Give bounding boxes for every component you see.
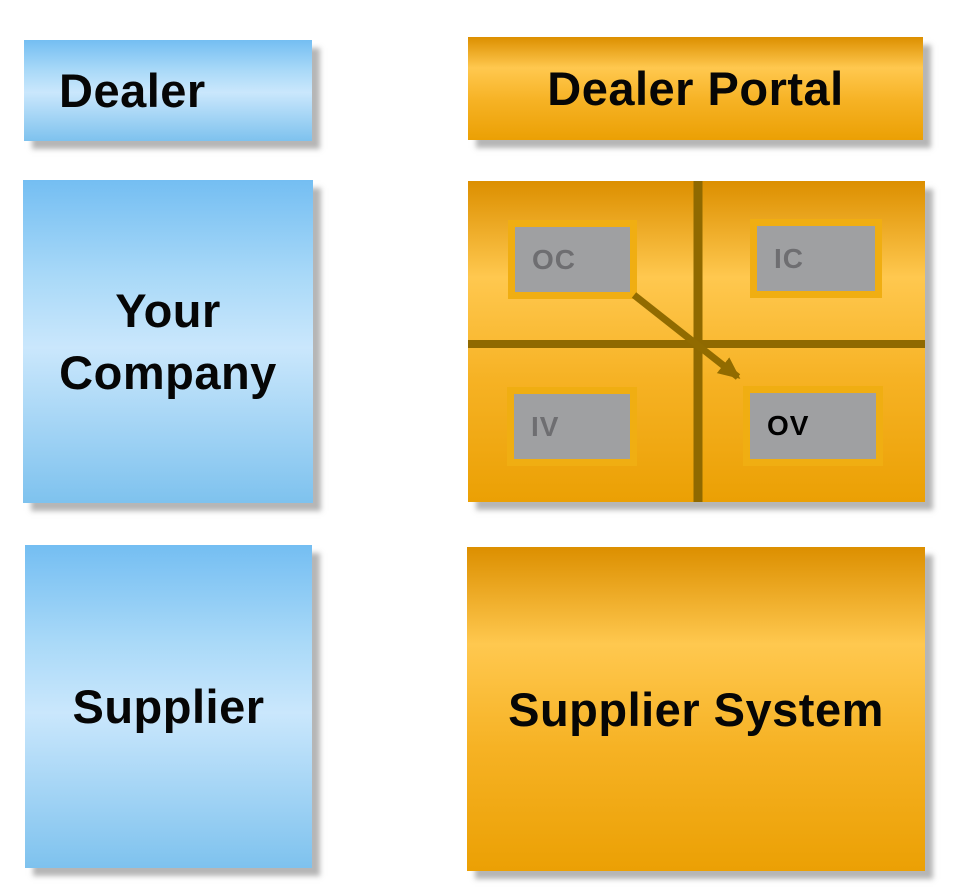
module-ic: IC bbox=[750, 219, 882, 298]
oc-to-ov-arrow bbox=[631, 292, 741, 380]
your-company-box: Your Company bbox=[23, 180, 313, 503]
module-iv-label: IV bbox=[531, 410, 560, 442]
dealer-portal-box: Dealer Portal bbox=[468, 37, 923, 140]
dealer-box: Dealer bbox=[24, 40, 312, 141]
supplier-system-box: Supplier System bbox=[467, 547, 925, 871]
module-oc: OC bbox=[508, 220, 637, 299]
module-iv: IV bbox=[507, 387, 637, 466]
dealer-portal-label: Dealer Portal bbox=[547, 62, 844, 115]
dealer-label: Dealer bbox=[59, 64, 206, 117]
dealer-portal-detail-box: OC IC IV OV bbox=[468, 181, 925, 502]
supplier-label: Supplier bbox=[72, 680, 265, 733]
supplier-system-label: Supplier System bbox=[508, 682, 884, 736]
module-ov-label: OV bbox=[767, 410, 810, 441]
your-company-label: Your Company bbox=[59, 283, 277, 399]
module-ov: OV bbox=[743, 386, 883, 466]
module-oc-label: OC bbox=[532, 243, 576, 275]
module-ic-label: IC bbox=[774, 242, 804, 274]
supplier-box: Supplier bbox=[25, 545, 312, 868]
